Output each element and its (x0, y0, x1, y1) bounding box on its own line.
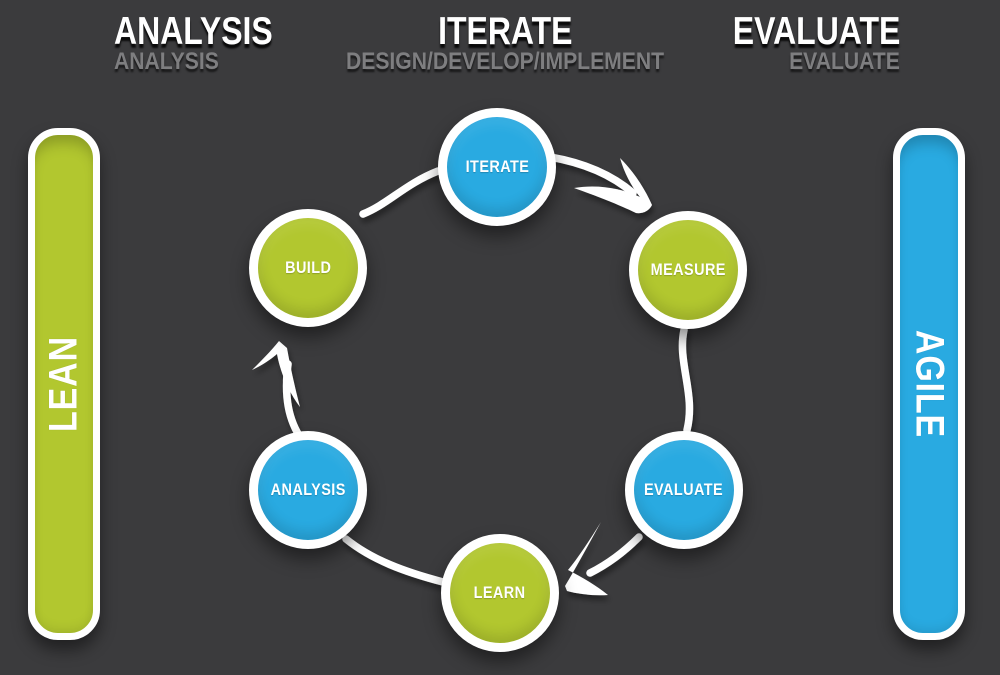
cycle-node-iterate: ITERATE (438, 108, 556, 226)
cycle-node-measure-label: MEASURE (650, 260, 726, 279)
cycle-node-learn-label: LEARN (474, 583, 526, 602)
cycle-node-measure: MEASURE (629, 211, 747, 329)
cycle-node-analysis: ANALYSIS (249, 431, 367, 549)
header-iterate-title: ITERATE (437, 10, 573, 53)
header-analysis: ANALYSIS ANALYSIS (114, 10, 308, 75)
connector-build-to-iterate (359, 167, 442, 218)
connector-measure-to-evaluate (678, 326, 694, 434)
header-analysis-title: ANALYSIS (114, 10, 273, 53)
cycle-node-evaluate-label: EVALUATE (644, 480, 724, 499)
header-iterate: ITERATE DESIGN/DEVELOP/IMPLEMENT (324, 10, 685, 75)
lean-bar: LEAN (28, 128, 100, 640)
arrow-analysis-to-build-head (252, 341, 300, 407)
arrow-iterate-to-measure-head (574, 158, 652, 214)
cycle-node-learn: LEARN (441, 534, 559, 652)
arrow-evaluate-to-learn-head (565, 522, 608, 596)
agile-bar: AGILE (893, 128, 965, 640)
arrow-evaluate-to-learn-shaft (586, 533, 643, 577)
connector-learn-to-analysis (342, 535, 447, 586)
arrow-iterate-to-measure-shaft (546, 153, 637, 197)
header-iterate-subtitle: DESIGN/DEVELOP/IMPLEMENT (345, 48, 665, 75)
header-evaluate: EVALUATE EVALUATE (696, 10, 900, 75)
cycle-node-build: BUILD (249, 209, 367, 327)
cycle-node-build-label: BUILD (284, 258, 332, 277)
cycle-node-iterate-label: ITERATE (465, 157, 529, 176)
cycle-node-analysis-label: ANALYSIS (270, 480, 346, 499)
header-analysis-subtitle: ANALYSIS (114, 48, 219, 75)
cycle-node-evaluate: EVALUATE (625, 431, 743, 549)
header-evaluate-title: EVALUATE (732, 10, 900, 53)
header-evaluate-subtitle: EVALUATE (789, 48, 900, 75)
